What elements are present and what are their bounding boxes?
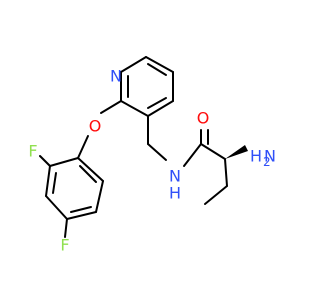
fluorine-atom-top: F <box>28 142 37 161</box>
amine-nitrogen: N <box>264 147 276 166</box>
ether-oxygen: O <box>89 117 102 136</box>
stereo-wedge <box>225 145 248 159</box>
fluorine-atom-bottom: F <box>60 236 69 255</box>
amide-chain <box>147 115 228 205</box>
amide-hydrogen: H <box>169 184 181 203</box>
amine-nh2-group: H 2 N <box>250 147 276 170</box>
carbonyl-oxygen: O <box>197 109 210 128</box>
difluorophenyl-ring <box>39 155 104 238</box>
amine-hydrogen: H <box>250 147 262 166</box>
amide-nh-group: N H <box>169 167 181 203</box>
pyridine-nitrogen: N <box>110 67 122 86</box>
molecule-structure: N O F F O N H H 2 N <box>28 56 276 255</box>
ether-bonds <box>77 100 122 159</box>
amide-nitrogen: N <box>169 167 181 186</box>
amine-hydrogen-count: 2 <box>263 155 271 169</box>
pyridine-ring <box>120 56 174 117</box>
